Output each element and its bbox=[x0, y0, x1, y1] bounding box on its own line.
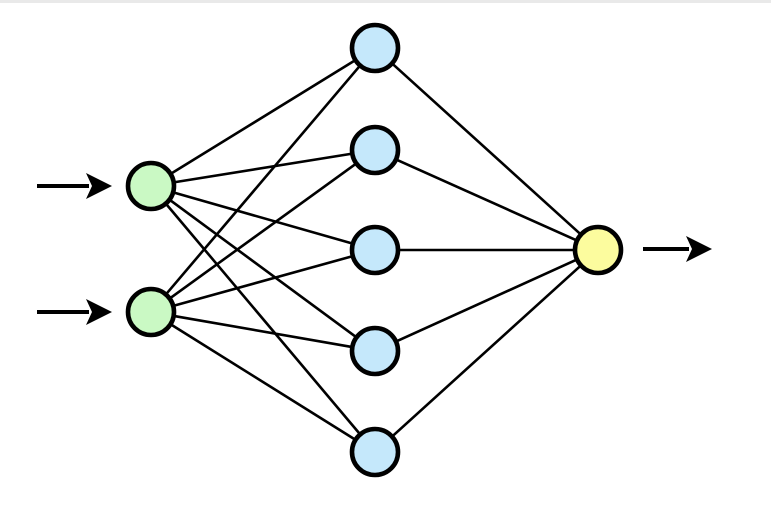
edge-input-2-to-hidden-4 bbox=[174, 314, 352, 349]
input-arrow-1 bbox=[37, 173, 112, 199]
edge-input-2-to-hidden-5 bbox=[171, 323, 355, 441]
node-hidden-4[interactable] bbox=[349, 325, 401, 377]
edge-hidden-4-to-output-1 bbox=[396, 258, 577, 343]
edge-hidden-5-to-output-1 bbox=[392, 265, 581, 437]
edge-hidden-1-to-output-1 bbox=[392, 63, 581, 235]
node-hidden-5[interactable] bbox=[349, 426, 401, 478]
node-input-2[interactable] bbox=[125, 286, 177, 338]
node-input-1[interactable] bbox=[125, 160, 177, 212]
top-band-divider bbox=[0, 0, 771, 3]
edge-input-2-to-hidden-2 bbox=[170, 163, 356, 299]
edge-input-1-to-hidden-3 bbox=[174, 191, 352, 245]
input-arrow-2-head-icon bbox=[86, 299, 112, 325]
nodes-group bbox=[125, 22, 624, 478]
arrows-group bbox=[37, 173, 712, 325]
node-hidden-1[interactable] bbox=[349, 22, 401, 74]
node-hidden-2[interactable] bbox=[349, 124, 401, 176]
edge-input-1-to-hidden-5 bbox=[165, 203, 361, 435]
edge-input-1-to-hidden-2 bbox=[174, 152, 352, 184]
input-arrow-1-head-icon bbox=[86, 173, 112, 199]
edge-hidden-2-to-output-1 bbox=[396, 158, 577, 242]
output-arrow-1 bbox=[643, 236, 712, 262]
node-hidden-3[interactable] bbox=[349, 224, 401, 276]
input-arrow-2 bbox=[37, 299, 112, 325]
edges-group bbox=[165, 59, 581, 441]
output-arrow-1-head-icon bbox=[686, 236, 712, 262]
edge-input-2-to-hidden-1 bbox=[165, 65, 361, 295]
edge-input-2-to-hidden-3 bbox=[174, 255, 352, 307]
node-output-1[interactable] bbox=[572, 224, 624, 276]
edge-input-1-to-hidden-4 bbox=[169, 199, 357, 338]
edge-input-1-to-hidden-1 bbox=[171, 59, 355, 175]
